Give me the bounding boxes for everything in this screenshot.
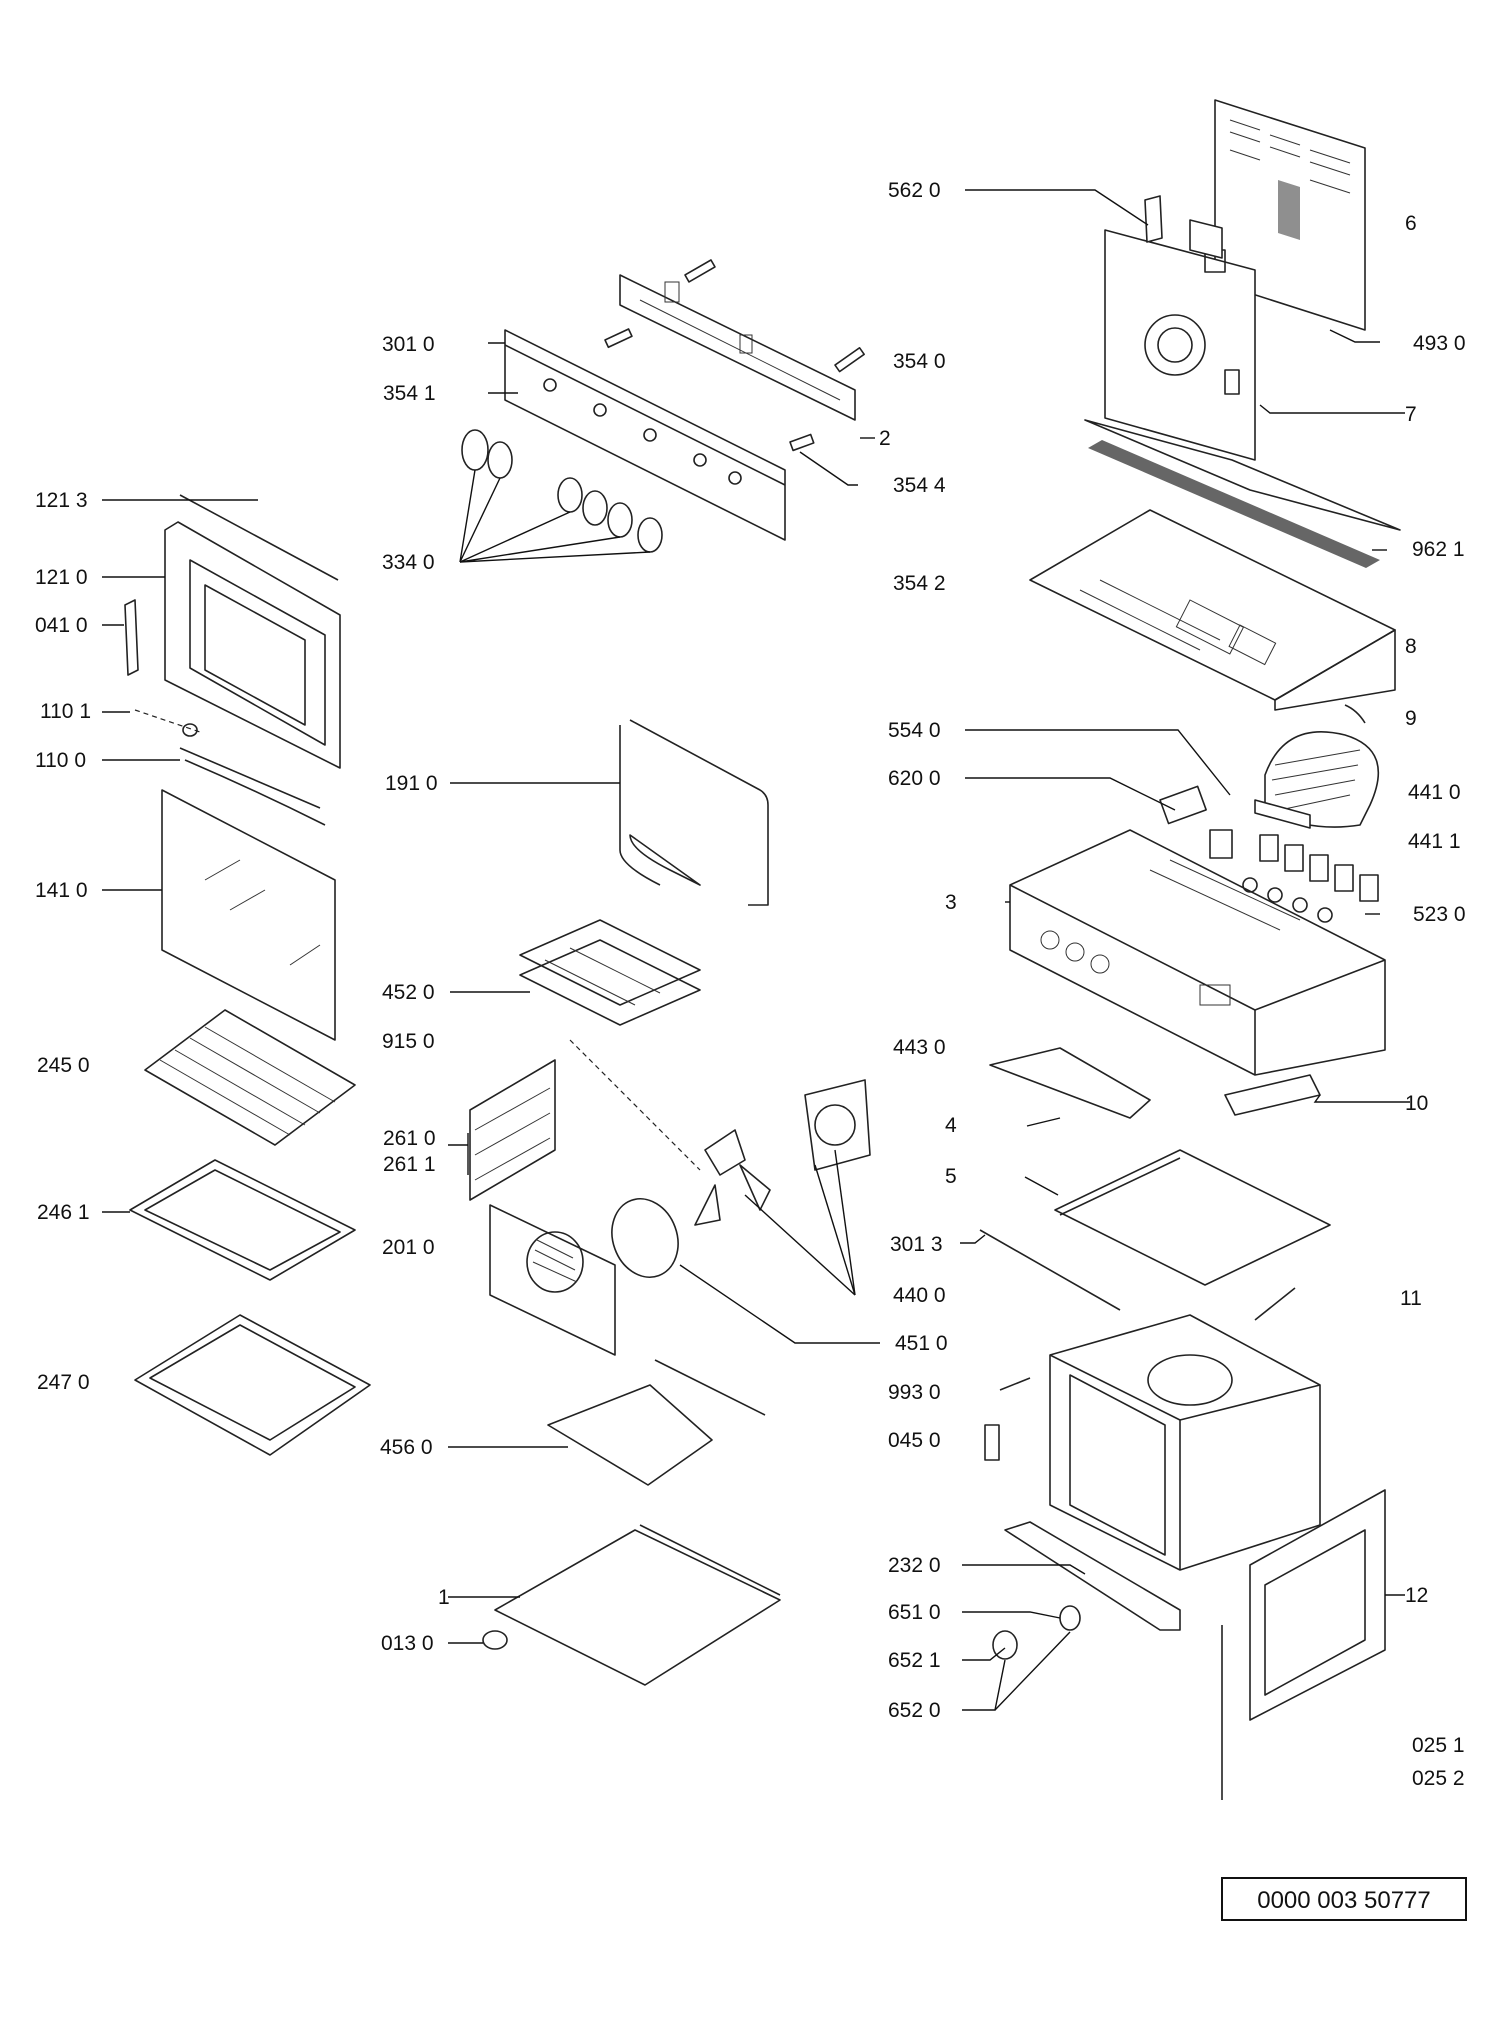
part-label: 121 3 (35, 489, 88, 512)
part-label: 443 0 (893, 1036, 946, 1059)
part-label: 045 0 (888, 1429, 941, 1452)
part-label: 245 0 (37, 1054, 90, 1077)
part-label: 523 0 (1413, 903, 1466, 926)
rack-supports (519, 919, 701, 1026)
part-label: 2 (879, 427, 891, 450)
part-label: 652 1 (888, 1649, 941, 1672)
part-label: 041 0 (35, 614, 88, 637)
part-label: 110 0 (35, 749, 86, 772)
top-cover (1029, 440, 1396, 711)
part-label: 7 (1405, 403, 1417, 426)
part-label: 8 (1405, 635, 1417, 658)
part-label: 013 0 (381, 1632, 434, 1655)
part-label: 915 0 (382, 1030, 435, 1053)
part-label: 456 0 (380, 1436, 433, 1459)
part-labels: 562 0 6 493 0 7 301 0 354 0 354 1 2 354 … (35, 179, 1466, 1790)
part-label: 10 (1405, 1092, 1428, 1115)
part-label: 1 (438, 1586, 450, 1609)
part-label: 9 (1405, 707, 1417, 730)
part-label: 354 2 (893, 572, 946, 595)
part-label: 3 (945, 891, 957, 914)
part-label: 261 0 (383, 1127, 436, 1150)
part-label: 441 1 (1408, 830, 1461, 853)
part-label: 554 0 (888, 719, 941, 742)
grill-cover (547, 1359, 766, 1486)
part-label: 993 0 (888, 1381, 941, 1404)
control-panel (461, 259, 865, 553)
part-label: 5 (945, 1165, 957, 1188)
part-label: 110 1 (40, 700, 91, 723)
leader-lines (102, 189, 1410, 1711)
rear-panel-assembly (1084, 99, 1401, 531)
part-label: 451 0 (895, 1332, 948, 1355)
part-label: 962 1 (1412, 538, 1465, 561)
gasket (619, 719, 769, 906)
side-runners (469, 1059, 556, 1201)
part-label: 440 0 (893, 1284, 946, 1307)
door-frame-12 (1221, 1489, 1386, 1800)
enamel-tray (129, 1159, 356, 1281)
cooling-fan-motor (1254, 704, 1380, 829)
part-label: 354 0 (893, 350, 946, 373)
part-label: 6 (1405, 212, 1417, 235)
front-trim (1004, 1521, 1181, 1631)
part-label: 334 0 (382, 551, 435, 574)
part-label: 620 0 (888, 767, 941, 790)
part-label: 354 4 (893, 474, 946, 497)
part-label: 201 0 (382, 1236, 435, 1259)
part-label: 452 0 (382, 981, 435, 1004)
part-label: 301 0 (382, 333, 435, 356)
part-label: 652 0 (888, 1699, 941, 1722)
part-label: 191 0 (385, 772, 438, 795)
part-label: 232 0 (888, 1554, 941, 1577)
part-label: 12 (1405, 1584, 1428, 1607)
part-drawings (124, 99, 1401, 1800)
part-label: 246 1 (37, 1201, 90, 1224)
part-label: 354 1 (383, 382, 436, 405)
base-plate (482, 1524, 781, 1686)
part-label: 651 0 (888, 1601, 941, 1624)
control-chassis (1009, 785, 1386, 1076)
part-label: 025 1 (1412, 1734, 1465, 1757)
part-label: 301 3 (890, 1233, 943, 1256)
document-number: 0000 003 50777 (1257, 1887, 1431, 1914)
part-label: 441 0 (1408, 781, 1461, 804)
deep-tray (134, 1314, 371, 1456)
part-label: 493 0 (1413, 332, 1466, 355)
part-label: 11 (1400, 1287, 1422, 1310)
rear-oven-panel (489, 1204, 616, 1356)
document-number-box: 0000 003 50777 (1221, 1877, 1467, 1921)
door-assembly (124, 494, 341, 1041)
part-label: 121 0 (35, 566, 88, 589)
part-label: 4 (945, 1114, 957, 1137)
oven-inner-plates (979, 1047, 1331, 1321)
part-label: 025 2 (1412, 1767, 1465, 1790)
part-label: 247 0 (37, 1371, 90, 1394)
oven-cavity (1049, 1314, 1321, 1571)
part-label: 261 1 (383, 1153, 436, 1176)
part-label: 141 0 (35, 879, 88, 902)
wire-shelf (144, 1009, 356, 1146)
part-label: 562 0 (888, 179, 941, 202)
convection-fan (611, 1079, 871, 1278)
